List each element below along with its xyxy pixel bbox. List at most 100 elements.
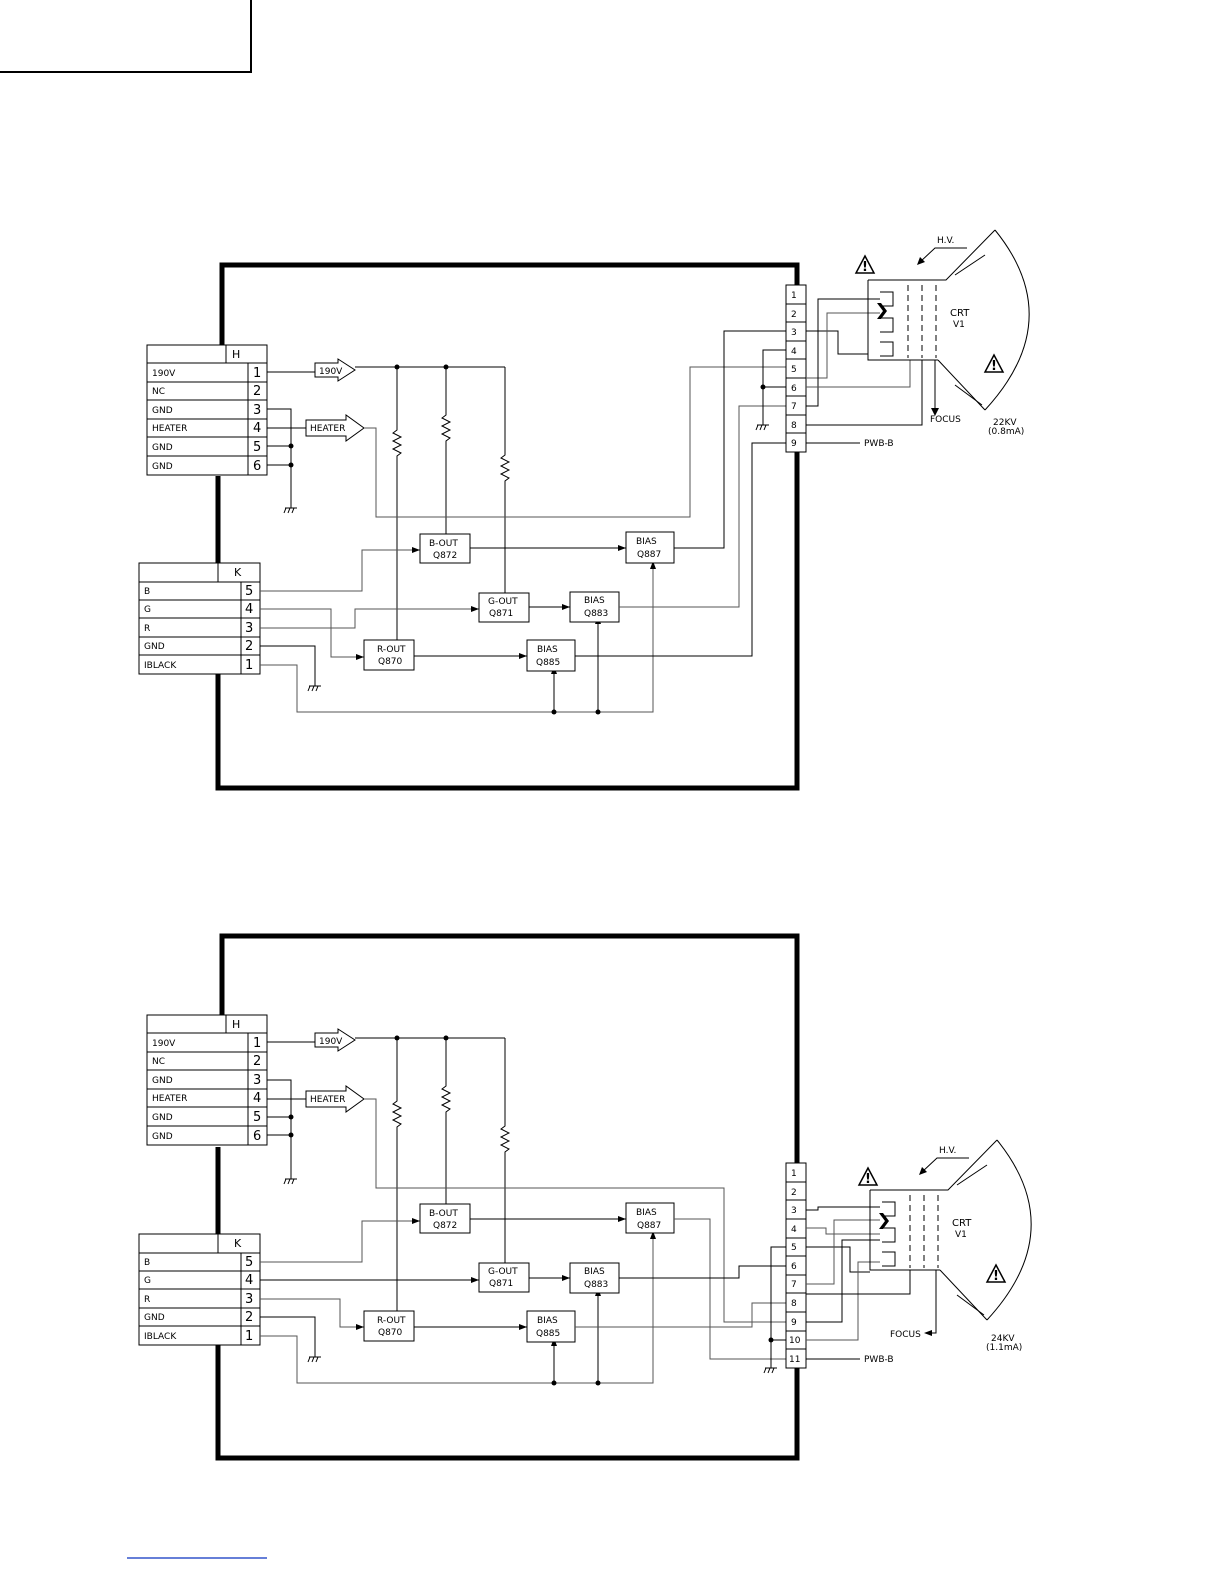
b-out-block: B-OUT Q872 — [419, 1203, 471, 1234]
r-out-block: R-OUT Q870 — [363, 639, 415, 671]
ground-symbol — [283, 507, 297, 514]
crt-socket-pin: 5 — [791, 365, 797, 375]
connector-k-pin: 1 — [245, 1329, 253, 1344]
crt-socket-pin: 8 — [791, 1299, 797, 1309]
crt-socket-pin: 6 — [791, 1262, 797, 1272]
crt-tube: CRT V1 — [867, 229, 1030, 411]
connector-h-pin: 2 — [253, 384, 261, 399]
bias-block-b: BIAS Q887 — [625, 1202, 675, 1234]
diagram-1: H 190V NC GND HEATER GND GND 1 2 3 4 5 6… — [138, 229, 1030, 791]
connector-k-label: G — [144, 605, 151, 615]
crt-socket-pin: 5 — [791, 1243, 797, 1253]
connector-h-pin: 4 — [253, 421, 261, 436]
svg-text:G-OUT: G-OUT — [488, 597, 518, 607]
focus-label: FOCUS — [890, 1330, 921, 1340]
warning-icon: ! — [857, 1166, 879, 1187]
connector-k-label: IBLACK — [144, 1332, 177, 1342]
voltage-label: 22KV — [993, 418, 1017, 428]
connector-k: K B G R GND IBLACK 5 4 3 2 1 — [138, 1233, 261, 1346]
crt-socket: 1 2 3 4 5 6 7 8 9 10 11 — [785, 1162, 807, 1369]
svg-text:BIAS: BIAS — [537, 645, 558, 655]
connector-k-pin: 4 — [245, 1273, 253, 1288]
connector-k-pin: 3 — [245, 621, 253, 636]
connector-k-label: GND — [144, 1313, 165, 1323]
heater-arrow: HEATER — [305, 1085, 365, 1113]
svg-text:Q871: Q871 — [489, 609, 513, 619]
crt-tube: CRT V1 — [869, 1139, 1032, 1321]
connector-h-label: 190V — [152, 369, 176, 379]
svg-text:!: ! — [993, 1269, 999, 1284]
connector-k: K B G R GND IBLACK 5 4 3 2 1 — [138, 562, 261, 675]
supply-190v-arrow: 190V — [314, 1028, 356, 1052]
connector-k-pin: 3 — [245, 1292, 253, 1307]
svg-text:Q887: Q887 — [637, 1221, 661, 1231]
connector-h-header: H — [232, 1018, 240, 1031]
svg-text:G-OUT: G-OUT — [488, 1267, 518, 1277]
connector-h-label: GND — [152, 1076, 173, 1086]
svg-text:Q887: Q887 — [637, 550, 661, 560]
connector-h-header: H — [232, 348, 240, 361]
crt-socket-pin: 1 — [791, 291, 797, 301]
supply-190v-arrow: 190V — [314, 358, 356, 382]
svg-text:BIAS: BIAS — [584, 596, 605, 606]
connector-k-label: IBLACK — [144, 661, 177, 671]
connector-h-pin: 6 — [253, 1129, 261, 1144]
svg-text:R-OUT: R-OUT — [377, 645, 406, 655]
current-label: (1.1mA) — [986, 1343, 1022, 1353]
connector-k-header: K — [234, 566, 242, 579]
pwb-frame — [215, 933, 800, 1461]
connector-k-header: K — [234, 1237, 242, 1250]
connector-k-pin: 4 — [245, 602, 253, 617]
connector-h-label: GND — [152, 462, 173, 472]
connector-h-pin: 5 — [253, 440, 261, 455]
ground-symbol — [283, 1178, 297, 1185]
crt-socket-pin: 2 — [791, 310, 797, 320]
warning-icon: ! — [983, 353, 1005, 374]
connector-h-label: GND — [152, 1132, 173, 1142]
connector-h-pin: 2 — [253, 1054, 261, 1069]
bias-block-b: BIAS Q887 — [625, 531, 675, 564]
ground-symbol — [307, 1356, 321, 1363]
crt-socket-pin: 7 — [791, 1280, 797, 1290]
svg-text:BIAS: BIAS — [537, 1316, 558, 1326]
diagram-2: H 190V NC GND HEATER GND GND 1 2 3 4 5 6… — [138, 933, 1032, 1461]
connector-h-label: HEATER — [152, 424, 187, 434]
connector-h-pin: 5 — [253, 1110, 261, 1125]
warning-icon: ! — [854, 254, 876, 275]
svg-text:Q885: Q885 — [536, 658, 560, 668]
svg-text:!: ! — [862, 260, 868, 275]
bias-block-r: BIAS Q885 — [526, 1310, 576, 1343]
crt-socket-pin: 1 — [791, 1169, 797, 1179]
crt-label: CRT — [952, 1218, 972, 1229]
connector-k-pin: 5 — [245, 584, 253, 599]
warning-icon: ! — [985, 1263, 1007, 1284]
crt-ref: V1 — [955, 1230, 967, 1240]
connector-k-label: R — [144, 624, 150, 634]
ground-symbol — [307, 685, 321, 692]
crt-socket-pin: 9 — [791, 439, 797, 449]
pwb-label: PWB-B — [864, 439, 894, 449]
connector-h-label: 190V — [152, 1039, 176, 1049]
svg-text:HEATER: HEATER — [310, 1095, 345, 1105]
connector-k-pin: 2 — [245, 1310, 253, 1325]
svg-text:Q885: Q885 — [536, 1329, 560, 1339]
svg-text:HEATER: HEATER — [310, 424, 345, 434]
ground-symbol — [755, 424, 769, 431]
svg-text:Q871: Q871 — [489, 1279, 513, 1289]
connector-h-label: HEATER — [152, 1094, 187, 1104]
heater-arrow: HEATER — [305, 414, 365, 442]
crt-label: CRT — [950, 308, 970, 319]
pwb-frame — [215, 262, 800, 791]
crt-socket-pin: 2 — [791, 1188, 797, 1198]
connector-h-label: NC — [152, 1057, 165, 1067]
pwb-label: PWB-B — [864, 1355, 894, 1365]
g-out-block: G-OUT Q871 — [478, 592, 530, 623]
svg-text:B-OUT: B-OUT — [429, 1209, 458, 1219]
corner-title-box — [0, 0, 252, 73]
connector-k-label: GND — [144, 642, 165, 652]
connector-h-label: GND — [152, 443, 173, 453]
connector-h-label: GND — [152, 1113, 173, 1123]
crt-socket-pin: 6 — [791, 384, 797, 394]
connector-h-label: GND — [152, 406, 173, 416]
crt-socket: 1 2 3 4 5 6 7 8 9 — [785, 284, 807, 453]
